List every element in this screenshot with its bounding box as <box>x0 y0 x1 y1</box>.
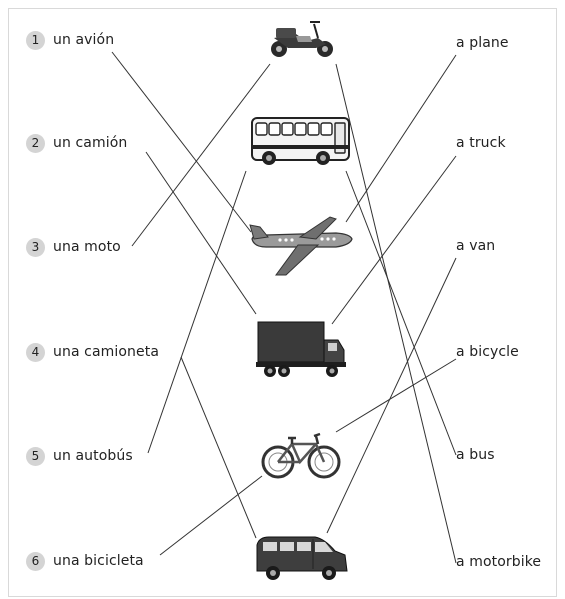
line-motorbike-english <box>335 63 457 564</box>
line-bicicleta-bicycle <box>159 475 263 556</box>
line-bus-english <box>345 170 457 456</box>
motorbike-icon <box>271 21 333 57</box>
line-plane-english <box>345 54 457 223</box>
english-item: a truck <box>456 132 506 154</box>
line-truck-english <box>331 155 457 325</box>
spanish-item: 2 un camión <box>26 131 127 155</box>
spanish-item: 5 un autobús <box>26 444 133 468</box>
spanish-word: una camioneta <box>53 344 159 360</box>
line-avion-plane <box>111 51 252 233</box>
item-number: 3 <box>26 237 45 257</box>
line-camion-truck <box>145 151 257 315</box>
bicycle-icon <box>261 432 341 479</box>
english-item: a plane <box>456 32 509 54</box>
line-camioneta-van <box>180 356 257 539</box>
bus-icon <box>251 117 350 165</box>
english-item: a bicycle <box>456 341 519 363</box>
english-word: a van <box>456 238 496 254</box>
line-autobus-bus <box>147 170 247 454</box>
item-number: 4 <box>26 342 45 362</box>
english-item: a van <box>456 235 495 257</box>
plane-icon <box>249 216 353 276</box>
spanish-word: un avión <box>53 32 115 48</box>
english-item: a motorbike <box>456 551 541 573</box>
english-word: a bicycle <box>456 344 519 360</box>
spanish-item: 4 una camioneta <box>26 340 159 364</box>
spanish-item: 1 un avión <box>26 28 114 52</box>
line-moto-motorbike <box>131 63 271 247</box>
spanish-item: 3 una moto <box>26 235 121 259</box>
spanish-word: una moto <box>53 239 121 255</box>
english-word: a bus <box>456 447 495 463</box>
spanish-item: 6 una bicicleta <box>26 549 144 573</box>
item-number: 6 <box>26 551 45 571</box>
spanish-word: un autobús <box>53 448 133 464</box>
truck-icon <box>256 321 346 377</box>
line-bicycle-english <box>335 358 457 433</box>
spanish-word: una bicicleta <box>53 553 144 569</box>
spanish-word: un camión <box>53 135 128 151</box>
van-icon <box>256 536 348 580</box>
item-number: 2 <box>26 133 45 153</box>
item-number: 1 <box>26 30 45 50</box>
english-item: a bus <box>456 444 495 466</box>
english-word: a plane <box>456 35 509 51</box>
line-van-english <box>326 257 457 534</box>
english-word: a truck <box>456 135 506 151</box>
item-number: 5 <box>26 446 45 466</box>
english-word: a motorbike <box>456 554 542 570</box>
worksheet-frame <box>8 8 557 597</box>
